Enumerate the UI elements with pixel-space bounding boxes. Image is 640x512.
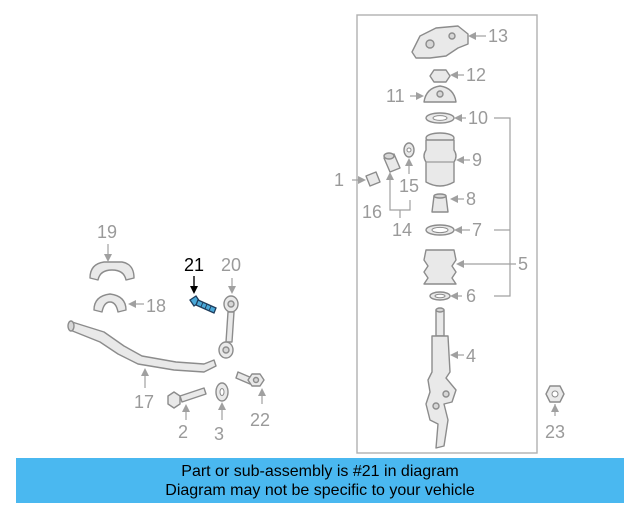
part-8-bump-stop[interactable]: 8: [431, 189, 476, 213]
part-17-stabilizer-bar[interactable]: 17: [67, 320, 217, 412]
strut-assembly-frame: [356, 14, 538, 454]
part-5-dust-boot[interactable]: [423, 249, 476, 285]
callout-3: 3: [214, 424, 224, 444]
part-2-bolt[interactable]: 2: [167, 387, 207, 442]
banner-line-1: Part or sub-assembly is #21 in diagram: [181, 463, 459, 480]
callout-7: 7: [472, 220, 482, 240]
callout-21: 21: [184, 255, 204, 275]
part-23-nut[interactable]: 23: [545, 385, 565, 442]
bracket-5: 5: [476, 117, 528, 297]
callout-20: 20: [221, 255, 241, 275]
callout-6: 6: [466, 286, 476, 306]
callout-19: 19: [97, 222, 117, 242]
part-22-bolt[interactable]: 22: [235, 371, 270, 430]
part-1-sensor[interactable]: 1: [334, 170, 381, 190]
part-18-bushing[interactable]: 18: [93, 293, 166, 316]
callout-2: 2: [178, 422, 188, 442]
callout-11: 11: [386, 86, 405, 106]
callout-17: 17: [134, 392, 154, 412]
part-19-clamp[interactable]: 19: [89, 222, 135, 281]
part-11-bearing[interactable]: 11: [386, 85, 457, 106]
callout-10: 10: [468, 108, 488, 128]
callout-8: 8: [466, 189, 476, 209]
part-10-washer[interactable]: 10: [425, 108, 488, 128]
part-6-washer[interactable]: 6: [429, 286, 476, 306]
banner-line-2: Diagram may not be specific to your vehi…: [165, 482, 475, 499]
bracket-14: 14: [389, 200, 412, 240]
part-20-stabilizer-link[interactable]: 20: [218, 255, 241, 359]
callout-5: 5: [518, 254, 528, 274]
callout-13: 13: [488, 26, 508, 46]
callout-16: 16: [362, 202, 382, 222]
callout-4: 4: [466, 346, 476, 366]
callout-9: 9: [472, 150, 482, 170]
part-16-sleeve[interactable]: 16: [362, 152, 401, 222]
info-banner: Part or sub-assembly is #21 in diagram D…: [16, 458, 624, 503]
part-4-strut[interactable]: 4: [425, 307, 476, 449]
part-12-nut[interactable]: 12: [429, 65, 486, 85]
callout-14: 14: [392, 220, 412, 240]
callout-23: 23: [545, 422, 565, 442]
callout-18: 18: [146, 296, 166, 316]
callout-22: 22: [250, 410, 270, 430]
part-9-air-spring[interactable]: 9: [423, 132, 482, 187]
callout-15: 15: [399, 176, 419, 196]
callout-1: 1: [334, 170, 344, 190]
part-13-top-mount[interactable]: 13: [411, 25, 508, 59]
part-15-bushing[interactable]: 15: [399, 142, 419, 196]
callout-12: 12: [466, 65, 486, 85]
part-7-ring[interactable]: 7: [425, 220, 482, 240]
part-21-bolt[interactable]: 21: [184, 255, 217, 314]
part-3-washer[interactable]: 3: [214, 382, 229, 444]
